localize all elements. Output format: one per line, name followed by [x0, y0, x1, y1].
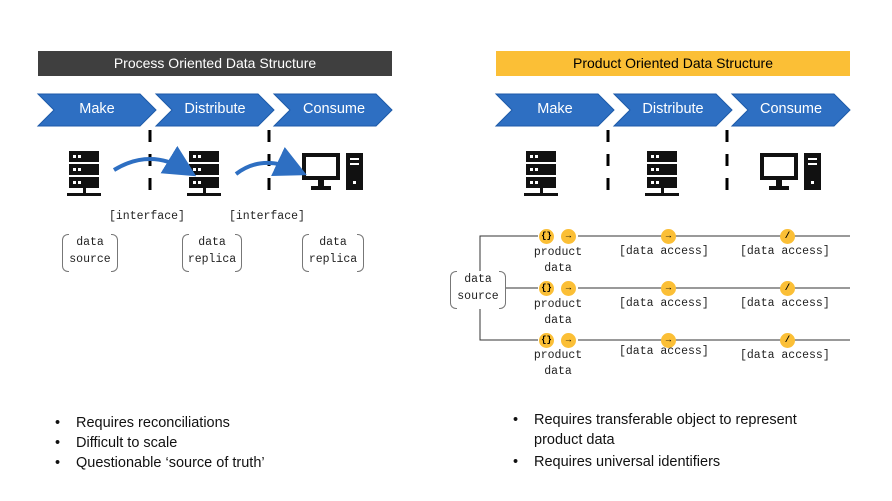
arrow-icon: →	[661, 333, 676, 348]
bullet-item: Difficult to scale	[52, 433, 382, 453]
bullet-item: Requires reconciliations	[52, 413, 382, 433]
data-replica-box: data replica	[302, 234, 364, 272]
product-data-label: product data	[529, 297, 587, 329]
distribute-chevron-right	[612, 93, 733, 127]
make-chevron-left	[36, 93, 157, 127]
process-title: Process Oriented Data Structure	[38, 51, 392, 76]
stage-distribute-right: Distribute	[642, 101, 704, 117]
data-access-label: [data access]	[740, 245, 830, 258]
product-data-label: product data	[529, 245, 587, 277]
distribute-chevron-left	[154, 93, 275, 127]
server-icon	[67, 151, 101, 196]
data-access-label: [data access]	[619, 345, 709, 358]
source-line1: data	[76, 236, 104, 249]
arrow-icon: →	[661, 229, 676, 244]
product-icon: {}	[539, 281, 554, 296]
stage-make-right: Make	[537, 101, 573, 117]
make-chevron-right	[494, 93, 615, 127]
product-icon: {}	[539, 333, 554, 348]
bullet-item: Requires transferable object to represen…	[510, 410, 840, 450]
replica-line2: replica	[187, 253, 237, 266]
stage-consume-left: Consume	[302, 101, 366, 117]
data-source-box: data source	[62, 234, 118, 272]
product-line1: product	[533, 298, 583, 311]
stage-distribute-left: Distribute	[184, 101, 246, 117]
product-line2: data	[544, 365, 572, 378]
product-data-label: product data	[529, 348, 587, 380]
server-icon	[524, 151, 558, 196]
interface-label-1: [interface]	[109, 210, 185, 223]
consume-chevron-left	[272, 93, 393, 127]
consume-chevron-right	[730, 93, 851, 127]
arrow-icon: →	[561, 333, 576, 348]
slash-icon: /	[780, 333, 795, 348]
stage-consume-right: Consume	[759, 101, 823, 117]
stage-make-left: Make	[79, 101, 115, 117]
data-access-label: [data access]	[740, 297, 830, 310]
replica-line1: data	[319, 236, 347, 249]
replicate-arrow-2	[234, 147, 307, 176]
product-icon: {}	[539, 229, 554, 244]
data-access-label: [data access]	[619, 297, 709, 310]
data-access-label: [data access]	[740, 349, 830, 362]
server-icon	[645, 151, 679, 196]
product-line1: product	[533, 246, 583, 259]
interface-label-2: [interface]	[229, 210, 305, 223]
data-access-label: [data access]	[619, 245, 709, 258]
data-replica-box: data replica	[182, 234, 242, 272]
product-bullets: Requires transferable object to represen…	[510, 410, 840, 472]
data-source-box-right: data source	[450, 271, 506, 309]
slash-icon: /	[780, 281, 795, 296]
computer-icon	[302, 153, 363, 190]
arrow-icon: →	[661, 281, 676, 296]
product-line2: data	[544, 314, 572, 327]
product-line1: product	[533, 349, 583, 362]
bullet-item: Requires universal identifiers	[510, 452, 840, 472]
process-bullets: Requires reconciliations Difficult to sc…	[52, 413, 382, 473]
source-line1: data	[464, 273, 492, 286]
computer-icon	[760, 153, 821, 190]
bullet-item: Questionable ‘source of truth’	[52, 453, 382, 473]
replicate-arrow-1	[112, 145, 197, 177]
slash-icon: /	[780, 229, 795, 244]
replica-line1: data	[198, 236, 226, 249]
source-line2: source	[457, 290, 499, 303]
product-title: Product Oriented Data Structure	[496, 51, 850, 76]
arrow-icon: →	[561, 229, 576, 244]
source-line2: source	[69, 253, 111, 266]
server-icon	[187, 151, 221, 196]
product-line2: data	[544, 262, 572, 275]
replica-line2: replica	[308, 253, 358, 266]
arrow-icon: →	[561, 281, 576, 296]
